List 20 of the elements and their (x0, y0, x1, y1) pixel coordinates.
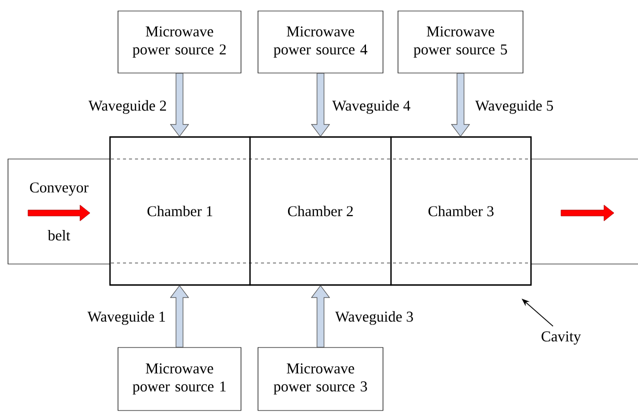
edge-label: Waveguide 5 (475, 100, 553, 114)
conveyor-belt-box: Conveyor belt (8, 158, 110, 264)
power-source-box: Microwave power source 2 (118, 10, 242, 74)
chamber-box: Chamber 1 (109, 136, 251, 286)
edge-label: Waveguide 1 (87, 311, 165, 325)
waveguide-arrow (310, 73, 330, 137)
edge-label: Waveguide 3 (335, 311, 413, 325)
waveguide-arrow (450, 73, 470, 137)
power-source-box: Microwave power source 4 (258, 10, 384, 74)
waveguide-arrow (310, 285, 330, 348)
chamber-box: Chamber 2 (249, 136, 392, 286)
power-source-box: Microwave power source 3 (258, 347, 384, 411)
waveguide-arrow (170, 285, 190, 348)
power-source-box: Microwave power source 1 (118, 347, 242, 411)
edge-label: Waveguide 4 (332, 100, 410, 114)
chamber-box: Chamber 3 (390, 136, 532, 286)
edge-label: Waveguide 2 (88, 100, 166, 114)
waveguide-arrow (170, 73, 190, 137)
cavity-label: Cavity (542, 331, 581, 345)
power-source-box: Microwave power source 5 (398, 10, 524, 74)
